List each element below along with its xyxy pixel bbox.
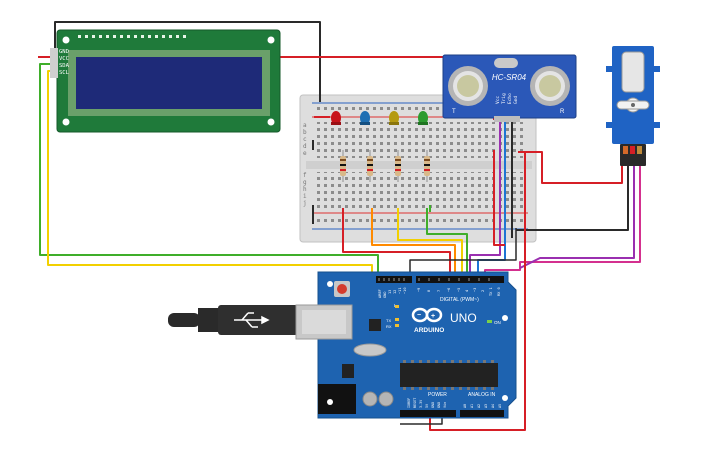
red-led — [331, 111, 341, 125]
wire-servo-extra — [519, 165, 635, 269]
lcd-pin-sda: SDA — [59, 63, 70, 69]
pin-a1: A1 — [470, 404, 474, 408]
lcd-pin-scl: SCL — [59, 70, 70, 76]
bb-row-j: j — [303, 200, 307, 207]
wire-lcd-scl — [47, 70, 373, 280]
svg-text:+: + — [431, 313, 435, 320]
tx-label: TX — [386, 318, 391, 323]
lcd-display: GND VCC SDA SCL — [50, 29, 281, 133]
pin-gnd-top: GND — [383, 292, 387, 299]
lcd-pin-vcc: VCC — [59, 56, 69, 62]
bb-row-i: i — [303, 193, 307, 200]
pin-5: ~5 — [457, 288, 461, 292]
yellow-led — [389, 111, 399, 125]
pin-2: 2 — [481, 290, 485, 292]
bb-row-b: b — [303, 129, 307, 136]
pin-vin: Vin — [443, 402, 447, 408]
servo-motor — [606, 46, 660, 166]
wire-lcd-gnd — [54, 21, 321, 102]
pin-11: ~11 — [398, 288, 402, 295]
pin-a3: A3 — [484, 404, 488, 408]
blue-led — [360, 111, 370, 125]
wire-red-led — [342, 208, 451, 280]
us-side-r: R — [560, 109, 565, 115]
pin-6: ~6 — [447, 288, 451, 292]
usb-icon — [234, 312, 270, 328]
bb-row-d: d — [303, 143, 307, 150]
pin-9: ~9 — [417, 288, 421, 292]
ultrasonic-sensor: HC-SR04 Vcc Trig Echo Gnd T R — [442, 54, 577, 122]
lcd-screen — [76, 57, 262, 109]
pin-a5: A5 — [498, 404, 502, 408]
us-pin-gnd: Gnd — [513, 96, 519, 104]
resistor-2 — [367, 150, 373, 182]
power-label: POWER — [428, 392, 447, 398]
bb-row-g: g — [303, 179, 307, 186]
resistor-1 — [340, 150, 346, 182]
pin-12: 12 — [393, 290, 397, 294]
svg-text:−: − — [417, 312, 421, 319]
pin-5v: 5V — [425, 404, 429, 408]
wire-lcd-sda — [39, 63, 379, 280]
breadboard: a b c d e f g h i j — [299, 94, 537, 243]
resistor-3 — [395, 150, 401, 182]
arduino-uno: AREF GND 13 12 ~11 ~10 ~9 8 7 ~6 ~5 4 ~3… — [295, 271, 517, 419]
pin-7: 7 — [437, 290, 441, 292]
bb-row-c: c — [303, 136, 307, 143]
wire-arduino-gnd — [409, 228, 517, 280]
pin-a4: A4 — [491, 404, 495, 408]
pin-aref: AREF — [378, 289, 382, 298]
wire-servo-vcc — [518, 151, 623, 184]
lcd-pin-gnd: GND — [59, 49, 69, 55]
pin-4: 4 — [465, 290, 469, 292]
pin-13: 13 — [388, 290, 392, 294]
pin-rx0: RX 0 — [497, 287, 501, 296]
arduino-logo-text: ARDUINO — [414, 327, 444, 334]
analog-label: ANALOG IN — [468, 392, 496, 398]
arduino-model: UNO — [450, 311, 477, 325]
pin-ioref: IOREF — [407, 398, 411, 408]
pin-reset: RESET — [413, 398, 417, 408]
us-pin-echo: Echo — [507, 93, 513, 104]
arduino-logo-icon — [411, 307, 443, 323]
bb-row-e: e — [303, 150, 307, 157]
bb-row-a: a — [303, 122, 307, 129]
wire-servo-gnd — [516, 165, 629, 231]
pin-3v3: 3.3V — [419, 400, 423, 408]
us-pin-trig: Trig — [501, 93, 507, 104]
wire-green-led — [426, 208, 468, 280]
ultrasonic-model: HC-SR04 — [492, 73, 527, 82]
wire-us-vcc — [493, 150, 505, 246]
pin-a0: A0 — [463, 404, 467, 408]
digital-label: DIGITAL (PWM~) — [440, 297, 479, 303]
us-side-t: T — [452, 109, 456, 115]
wires — [38, 21, 641, 431]
rx-label: RX — [386, 324, 392, 329]
pin-gnd-1: GND — [431, 402, 435, 408]
wire-trig — [469, 122, 501, 280]
on-label: ON — [494, 320, 501, 325]
resistors — [340, 150, 430, 182]
bb-row-f: f — [303, 172, 307, 179]
bb-row-h: h — [303, 186, 307, 193]
leds — [331, 111, 428, 125]
pin-gnd-2: GND — [437, 402, 441, 408]
pin-10: ~10 — [403, 288, 407, 295]
resistor-4 — [424, 150, 430, 182]
pin-tx1: TX 1 — [489, 287, 493, 296]
green-led — [418, 111, 428, 125]
atmega-chip — [400, 363, 498, 387]
pin-3: ~3 — [473, 288, 477, 292]
us-pin-vcc: Vcc — [495, 96, 501, 104]
crystal — [353, 343, 387, 357]
wire-orange-led — [371, 208, 456, 280]
pin-8: 8 — [427, 290, 431, 292]
wire-5v — [429, 152, 526, 431]
pin-a2: A2 — [477, 404, 481, 408]
